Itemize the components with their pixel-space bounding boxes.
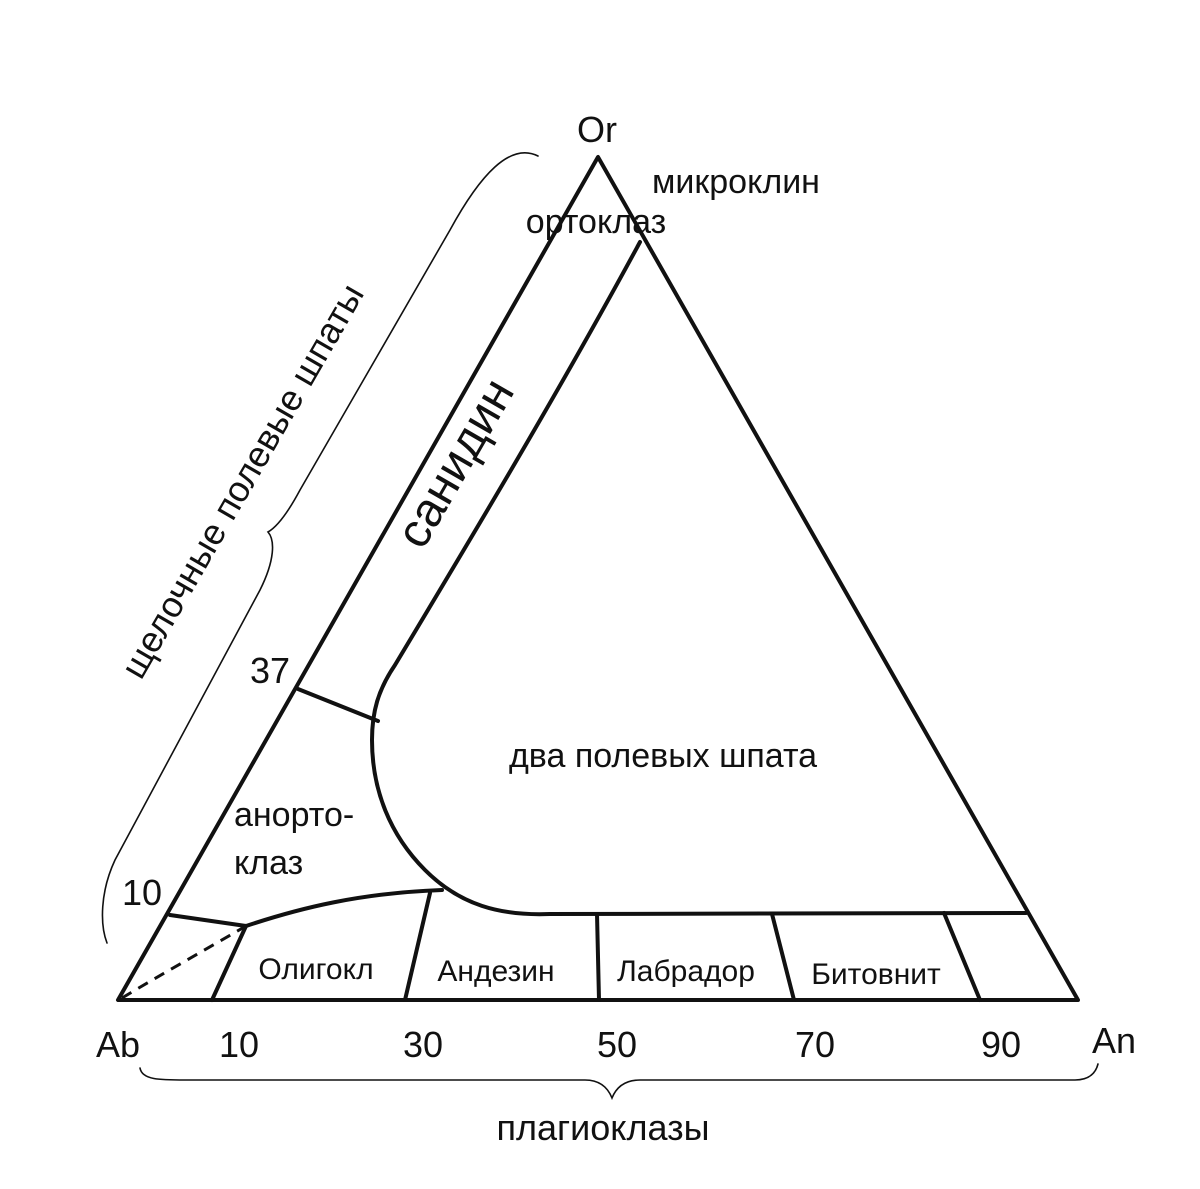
- field-label-sanidine: санидин: [386, 370, 525, 557]
- plagioclase-band-boundary-left: [168, 913, 248, 928]
- bottom-tick-label-50: 50: [597, 1024, 637, 1065]
- side-tick-label-10: 10: [122, 872, 162, 913]
- field-label-anorthoclase-line1: анорто-: [234, 796, 354, 834]
- plagioclase-divider-50: [595, 912, 601, 1002]
- field-label-orthoclase: ортоклаз: [526, 203, 666, 241]
- plagioclase-divider-30: [403, 891, 432, 1002]
- plagioclase-label-andesine: Андезин: [437, 955, 554, 988]
- bottom-tick-label-90: 90: [981, 1024, 1021, 1065]
- field-label-anorthoclase-line2: клаз: [234, 844, 303, 882]
- plagioclase-band-boundary-right: [548, 911, 1028, 916]
- vertex-label-an: An: [1092, 1020, 1136, 1061]
- sanidine-anorthoclase-divider: [296, 687, 380, 723]
- field-label-two-feldspars: два полевых шпата: [509, 737, 817, 775]
- group-label-plagioclases: плагиоклазы: [497, 1107, 710, 1148]
- vertex-label-or: Or: [577, 109, 617, 150]
- bottom-tick-label-30: 30: [403, 1024, 443, 1065]
- plagioclase-divider-10: [210, 924, 248, 1002]
- vertex-label-ab: Ab: [96, 1024, 140, 1065]
- field-label-microcline: микроклин: [652, 163, 820, 201]
- alkali-feldspar-brace: [101, 152, 539, 944]
- bottom-tick-label-70: 70: [795, 1024, 835, 1065]
- plagioclase-divider-70: [770, 912, 796, 1002]
- side-tick-label-37: 37: [250, 650, 290, 691]
- plagioclase-band-boundary-curve: [244, 888, 444, 928]
- plagioclase-brace: [139, 1063, 1099, 1101]
- plagioclase-label-labradorite: Лабрадор: [617, 955, 755, 988]
- plagioclase-label-bytownite: Битовнит: [811, 958, 941, 991]
- plagioclase-label-oligoclase: Олигокл: [258, 953, 373, 986]
- two-feldspar-boundary-curve: [370, 240, 642, 917]
- bottom-tick-label-10: 10: [219, 1024, 259, 1065]
- plagioclase-divider-90: [942, 911, 982, 1002]
